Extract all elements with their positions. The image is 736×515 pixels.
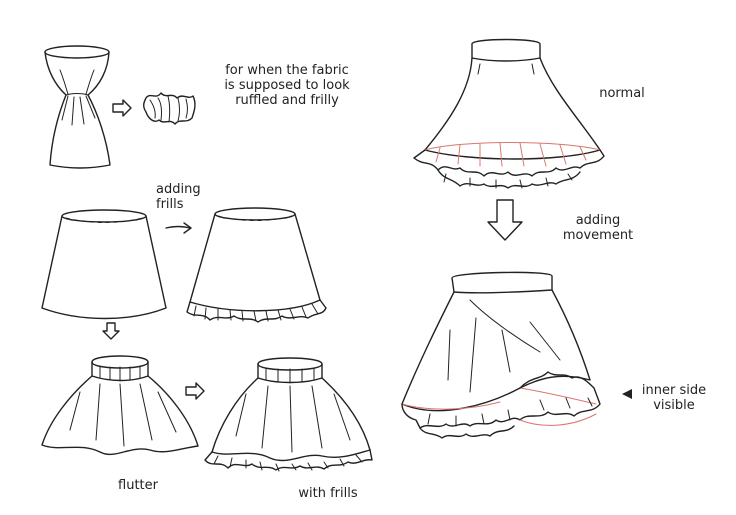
- arrow-adding-frills-icon: [165, 222, 192, 234]
- flutter-skirt-drawing: [41, 355, 199, 456]
- adding-movement-line-1: adding: [575, 213, 621, 228]
- frilled-skirt-drawing: [186, 207, 327, 323]
- normal-skirt-drawing: [413, 38, 605, 189]
- arrow-right-icon: [185, 382, 205, 400]
- arrow-down-icon: [102, 322, 120, 340]
- ruffle-note-text: for when the fabric is supposed to look …: [214, 63, 360, 108]
- ruffle-ring-drawing: [143, 92, 196, 125]
- flutter-frill-skirt-drawing: [204, 357, 373, 472]
- adding-movement-line-2: movement: [562, 228, 634, 243]
- arrow-right-icon: [112, 99, 132, 117]
- adding-frills-line-1: adding: [156, 182, 201, 197]
- inner-side-line-2: visible: [653, 398, 695, 413]
- moving-skirt-drawing: [401, 271, 601, 439]
- fabric-tube-drawing: [44, 45, 111, 169]
- inner-side-line-1: inner side: [641, 383, 707, 398]
- plain-skirt-drawing: [41, 209, 167, 320]
- ruffle-note-line-2: is supposed to look: [224, 78, 350, 93]
- ruffle-note-line-3: ruffled and frilly: [235, 93, 339, 108]
- arrow-down-movement-icon: [487, 199, 523, 241]
- adding-frills-line-2: frills: [156, 197, 184, 212]
- flutter-label: flutter: [118, 478, 158, 493]
- ruffle-note-line-1: for when the fabric: [225, 63, 349, 78]
- adding-movement-label: adding movement: [556, 213, 640, 243]
- normal-label: normal: [599, 86, 645, 101]
- inner-side-label: inner side visible: [634, 383, 714, 413]
- with-frills-label: with frills: [298, 486, 358, 501]
- arrow-inner-side-icon: [622, 389, 632, 399]
- adding-frills-label: adding frills: [156, 182, 201, 212]
